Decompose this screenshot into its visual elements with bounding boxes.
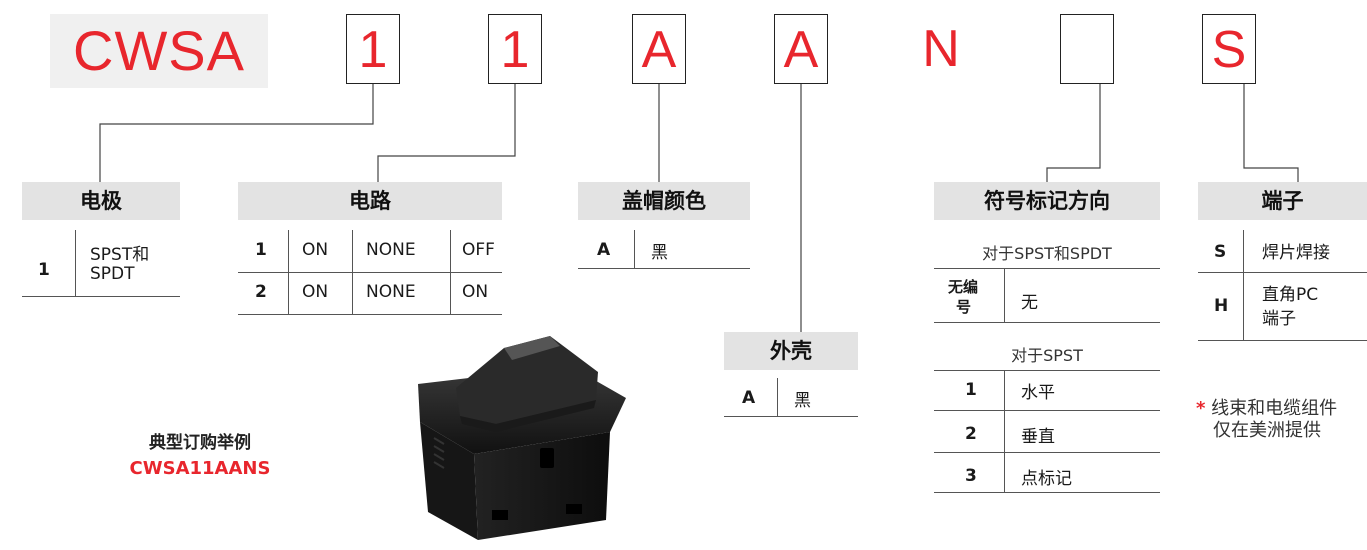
cap-color-code: A	[597, 240, 611, 260]
housing-rule	[724, 416, 858, 417]
footnote-line1: 线束和电缆组件	[1211, 398, 1338, 419]
rocker-switch-image	[418, 336, 626, 540]
marking-rule-4	[934, 410, 1160, 411]
circuit-row1-code: 1	[255, 240, 267, 260]
marking-rule-2	[934, 322, 1160, 323]
marking-row3-code: 3	[965, 466, 977, 486]
marking-row1-desc: 水平	[1021, 383, 1055, 403]
poles-rule	[22, 296, 180, 297]
circuit-divider-1	[288, 230, 289, 314]
marking-bottom-rule	[934, 492, 1160, 493]
connector-poles	[99, 84, 374, 182]
cap-color-divider	[634, 230, 635, 268]
terminals-row1-desc: 焊片焊接	[1262, 243, 1330, 263]
footnote-line2: 仅在美洲提供	[1213, 420, 1321, 441]
poles-desc-line1: SPST和	[90, 245, 150, 265]
circuit-row1-c3: OFF	[462, 240, 495, 260]
example-title: 典型订购举例	[149, 433, 251, 453]
marking-row2-code: 2	[965, 424, 977, 444]
marking-header: 符号标记方向	[934, 182, 1160, 220]
cap-color-desc: 黑	[651, 243, 668, 263]
connector-circuit	[377, 84, 516, 182]
circuit-row1-c1: ON	[302, 240, 329, 260]
marking-row2-desc: 垂直	[1021, 427, 1055, 447]
circuit-row2-c1: ON	[302, 282, 329, 302]
housing-header: 外壳	[724, 332, 858, 370]
circuit-bottom-rule	[238, 314, 502, 315]
circuit-divider-3	[450, 230, 451, 314]
cap-color-header: 盖帽颜色	[578, 182, 750, 220]
connector-terminals	[1243, 84, 1299, 182]
poles-code: 1	[38, 260, 50, 280]
terminals-row2-desc-line2: 端子	[1262, 309, 1296, 329]
code-slot-marking	[1060, 14, 1114, 84]
circuit-divider-2	[352, 230, 353, 314]
terminals-row2-desc-line1: 直角PC	[1262, 285, 1319, 305]
marking-divider-spst	[1004, 370, 1005, 492]
code-slot-fixed-n: N	[922, 20, 960, 78]
prefix-background	[50, 14, 268, 88]
code-slot-cap-color: A	[632, 14, 686, 84]
code-slot-housing: A	[774, 14, 828, 84]
marking-none-desc: 无	[1021, 293, 1038, 313]
example-code: CWSA11AANS	[129, 458, 271, 479]
footnote-star: *	[1196, 398, 1206, 419]
circuit-row1-c2: NONE	[366, 240, 416, 260]
code-slot-terminals: S	[1202, 14, 1256, 84]
marking-rule-1	[934, 268, 1160, 269]
footnote: * 线束和电缆组件 仅在美洲提供	[1196, 398, 1367, 442]
marking-divider-none	[1004, 268, 1005, 322]
poles-header: 电极	[22, 182, 180, 220]
terminals-row-rule	[1198, 272, 1367, 273]
marking-row1-code: 1	[965, 380, 977, 400]
connector-marking	[1046, 84, 1101, 182]
housing-code: A	[742, 388, 756, 408]
circuit-row2-c2: NONE	[366, 282, 416, 302]
marking-subheader-spst-spdt: 对于SPST和SPDT	[982, 244, 1112, 263]
housing-divider	[777, 378, 778, 416]
marking-rule-3	[934, 370, 1160, 371]
marking-rule-5	[934, 452, 1160, 453]
terminals-divider	[1243, 230, 1244, 340]
circuit-row-rule	[238, 272, 502, 273]
marking-subheader-spst: 对于SPST	[1011, 346, 1083, 365]
code-prefix: CWSA	[73, 19, 245, 82]
terminals-bottom-rule	[1198, 340, 1367, 341]
poles-desc-line2: SPDT	[90, 264, 135, 284]
code-slot-circuit: 1	[488, 14, 542, 84]
circuit-header: 电路	[238, 182, 502, 220]
terminals-row1-code: S	[1214, 242, 1227, 262]
circuit-row2-code: 2	[255, 282, 267, 302]
marking-none-code-line1: 无编	[948, 278, 979, 296]
marking-none-code-line2: 号	[956, 298, 972, 316]
terminals-row2-code: H	[1214, 296, 1229, 316]
housing-desc: 黑	[794, 391, 811, 411]
marking-row3-desc: 点标记	[1021, 469, 1072, 489]
poles-divider	[75, 230, 76, 296]
code-slot-poles: 1	[346, 14, 400, 84]
circuit-row2-c3: ON	[462, 282, 489, 302]
cap-color-rule	[578, 268, 750, 269]
terminals-header: 端子	[1198, 182, 1367, 220]
